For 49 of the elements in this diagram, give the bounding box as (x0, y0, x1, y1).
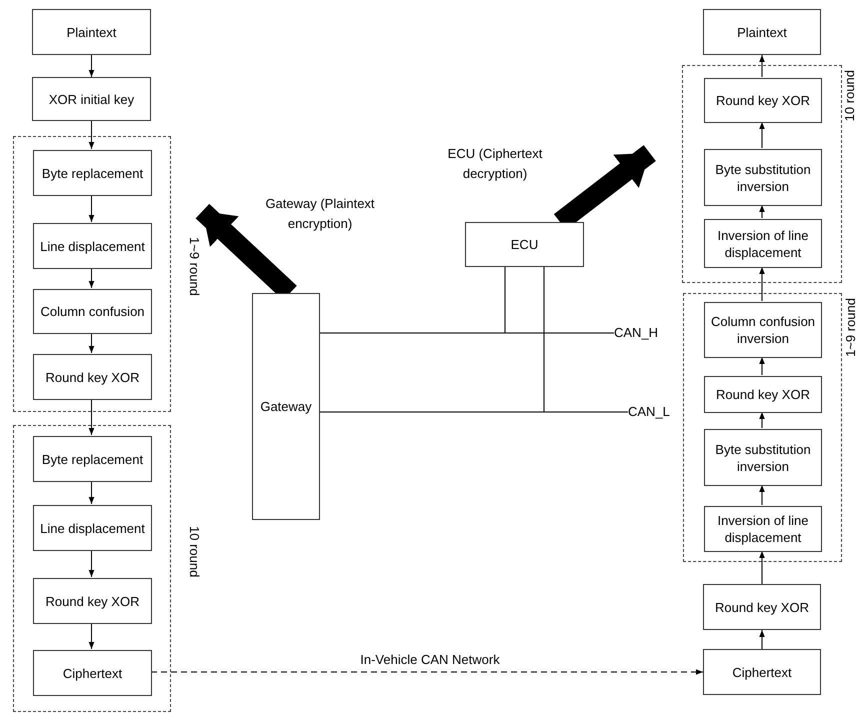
process-box: Line displacement (33, 223, 152, 269)
arrow (759, 630, 765, 650)
process-box: Column confusion (33, 289, 152, 334)
bus-line (544, 266, 628, 412)
process-box: Byte replacement (33, 150, 152, 196)
round-label: 1~9 round (188, 237, 201, 296)
process-box: Plaintext (32, 9, 151, 55)
process-box: Inversion of line displacement (704, 506, 822, 552)
arrow (759, 412, 765, 428)
process-box: Gateway (252, 293, 320, 520)
process-box: Byte substitution inversion (704, 149, 822, 206)
process-box: Ciphertext (33, 650, 152, 696)
bus-line (504, 266, 614, 334)
process-box: Ciphertext (703, 649, 821, 695)
process-box: Round key XOR (703, 584, 821, 630)
arrow (88, 268, 94, 288)
process-box: ECU (465, 222, 584, 267)
round-label: 10 round (188, 526, 201, 578)
round-label: 10 round (843, 70, 856, 122)
arrow (759, 356, 765, 376)
arrow (759, 204, 765, 218)
process-box: XOR initial key (32, 77, 151, 121)
arrow (88, 194, 94, 222)
round-label: 1~9 round (844, 298, 857, 357)
arrow (88, 398, 94, 436)
process-box: Inversion of line displacement (704, 219, 822, 268)
arrow (759, 54, 765, 78)
arrow (150, 669, 704, 675)
arrow (88, 550, 94, 578)
arrow (88, 622, 94, 650)
process-box: Column confusion inversion (704, 302, 822, 358)
process-box: Round key XOR (704, 78, 822, 123)
process-box: Line displacement (33, 505, 152, 551)
arrow (759, 484, 765, 506)
bus-label: CAN_L (628, 402, 678, 422)
process-box: Round key XOR (33, 578, 152, 624)
arrow (759, 266, 765, 302)
bus-label: CAN_H (614, 323, 664, 343)
process-box: Round key XOR (704, 376, 822, 413)
process-box: Byte replacement (33, 436, 152, 482)
arrow (759, 122, 765, 148)
arrow (759, 550, 765, 584)
arrow (88, 54, 94, 78)
process-box: Round key XOR (33, 354, 152, 400)
arrow (88, 480, 94, 504)
arrow (88, 332, 94, 354)
arrow (88, 120, 94, 150)
process-box: Byte substitution inversion (704, 429, 822, 486)
process-box: Plaintext (703, 9, 821, 55)
